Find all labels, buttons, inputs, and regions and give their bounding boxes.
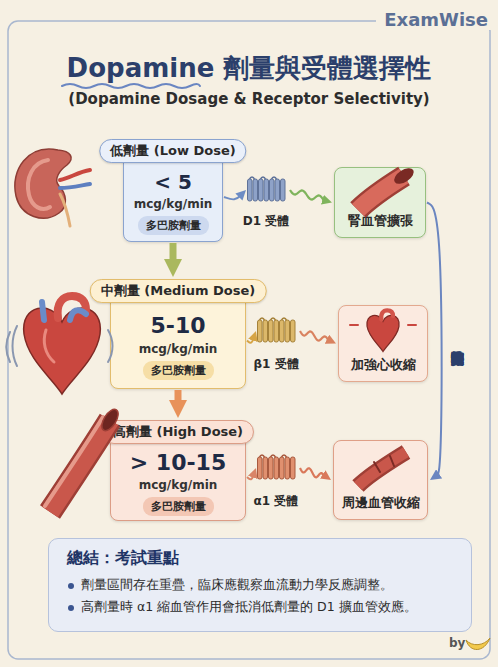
dose-unit: mcg/kg/min bbox=[139, 478, 218, 492]
summary-bullet: 高劑量時 α1 縮血管作用會抵消低劑量的 D1 擴血管效應。 bbox=[67, 596, 453, 618]
dose-heading: 中劑量 (Medium Dose) bbox=[90, 279, 267, 303]
effect-box: 周邊血管收縮 bbox=[333, 440, 428, 520]
heart-shape bbox=[24, 308, 101, 394]
dose-value: > 10-15 bbox=[130, 450, 226, 475]
receptor-loop bbox=[259, 318, 287, 321]
receptor-helix bbox=[264, 179, 269, 201]
receptor-helix bbox=[263, 457, 268, 479]
signal-arrow bbox=[290, 190, 325, 201]
flow-arrow bbox=[224, 195, 241, 199]
receptor-helix bbox=[280, 320, 285, 342]
effect-label: 加強心收縮 bbox=[351, 356, 416, 374]
receptor-label: β1 受體 bbox=[253, 356, 298, 373]
receptor-helix bbox=[258, 320, 263, 342]
receptor-helix bbox=[248, 179, 253, 201]
receptor-loop bbox=[259, 455, 287, 458]
receptor-helix bbox=[275, 179, 280, 201]
receptor-helix bbox=[281, 179, 286, 201]
main-title: Dopamine 劑量與受體選擇性 bbox=[0, 51, 498, 86]
dose-heading: 高劑量 (High Dose) bbox=[102, 420, 254, 444]
dose-box: 高劑量 (High Dose)> 10-15mcg/kg/min多巴胺劑量 bbox=[110, 433, 246, 521]
receptor-helix bbox=[259, 179, 264, 201]
effect-label: 周邊血管收縮 bbox=[342, 494, 420, 512]
aorta bbox=[58, 296, 86, 318]
receptor-label: α1 受體 bbox=[254, 493, 299, 510]
effect-box: 腎血管擴張 bbox=[334, 167, 426, 238]
author-label: by bbox=[449, 636, 465, 650]
receptor-helix bbox=[258, 457, 263, 479]
bullet-dot bbox=[68, 605, 74, 611]
dose-unit: mcg/kg/min bbox=[134, 197, 213, 211]
effect-label: 腎血管擴張 bbox=[348, 212, 413, 230]
dose-box: 中劑量 (Medium Dose)5-10mcg/kg/min多巴胺劑量 bbox=[110, 292, 246, 389]
dose-value: 5-10 bbox=[150, 313, 205, 338]
dose-value: < 5 bbox=[154, 171, 192, 194]
motion-line bbox=[13, 326, 18, 366]
bullet-dot bbox=[68, 583, 74, 589]
summary-bullet: 劑量區間存在重疊，臨床應觀察血流動力學反應調整。 bbox=[67, 574, 453, 596]
receptor-label: D1 受體 bbox=[243, 213, 290, 230]
receptor-icon: D1 受體 bbox=[247, 177, 285, 203]
signal-arrow bbox=[300, 331, 330, 341]
title-underline bbox=[62, 84, 200, 88]
receptor-icon: β1 受體 bbox=[257, 318, 295, 344]
receptor-helix bbox=[274, 457, 279, 479]
signal-arrow bbox=[300, 468, 325, 477]
renal-vein bbox=[60, 184, 90, 188]
page-frame bbox=[8, 21, 490, 659]
dose-box: 低劑量 (Low Dose)< 5mcg/kg/min多巴胺劑量 bbox=[123, 152, 223, 242]
receptor-helix bbox=[263, 320, 268, 342]
receptor-helix bbox=[270, 179, 275, 201]
kidney-shape bbox=[15, 149, 71, 218]
banana-icon bbox=[466, 638, 490, 650]
dose-tag: 多巴胺劑量 bbox=[138, 216, 209, 235]
motion-line bbox=[6, 332, 10, 362]
kidney-highlight bbox=[28, 160, 50, 209]
brand-label: ExamWise bbox=[376, 9, 492, 30]
receptor-icon: α1 受體 bbox=[257, 455, 295, 481]
summary-heading: 總結：考試重點 bbox=[67, 548, 453, 569]
summary-box: 總結：考試重點劑量區間存在重疊，臨床應觀察血流動力學反應調整。高劑量時 α1 縮… bbox=[48, 538, 472, 632]
renal-artery bbox=[60, 170, 90, 180]
receptor-helix bbox=[280, 457, 285, 479]
receptor-helix bbox=[269, 457, 274, 479]
dose-tag: 多巴胺劑量 bbox=[143, 361, 214, 380]
effect-box: 加強心收縮 bbox=[338, 305, 428, 382]
vessel-body bbox=[50, 420, 110, 512]
vessel-wall bbox=[50, 420, 110, 512]
flow-arrow bbox=[427, 203, 442, 476]
subtitle: (Dopamine Dosage & Receptor Selectivity) bbox=[0, 90, 498, 108]
vena-cava bbox=[42, 302, 44, 320]
receptor-helix bbox=[269, 320, 274, 342]
dose-unit: mcg/kg/min bbox=[139, 342, 218, 356]
flow-arrow bbox=[247, 338, 254, 343]
receptor-helix bbox=[274, 320, 279, 342]
vessel-highlight bbox=[45, 417, 103, 506]
receptor-helix bbox=[291, 457, 296, 479]
heart-highlight bbox=[44, 330, 54, 362]
receptor-helix bbox=[291, 320, 296, 342]
dose-heading: 低劑量 (Low Dose) bbox=[99, 139, 246, 163]
dose-tag: 多巴胺劑量 bbox=[143, 497, 214, 516]
pulmonary-artery bbox=[70, 310, 86, 320]
receptor-loop bbox=[249, 177, 277, 180]
receptor-helix bbox=[285, 457, 290, 479]
flow-arrow bbox=[170, 243, 177, 264]
ureter bbox=[60, 194, 70, 226]
flow-arrow bbox=[175, 390, 182, 405]
receptor-helix bbox=[253, 179, 258, 201]
flow-arrow bbox=[247, 475, 254, 480]
receptor-helix bbox=[285, 320, 290, 342]
